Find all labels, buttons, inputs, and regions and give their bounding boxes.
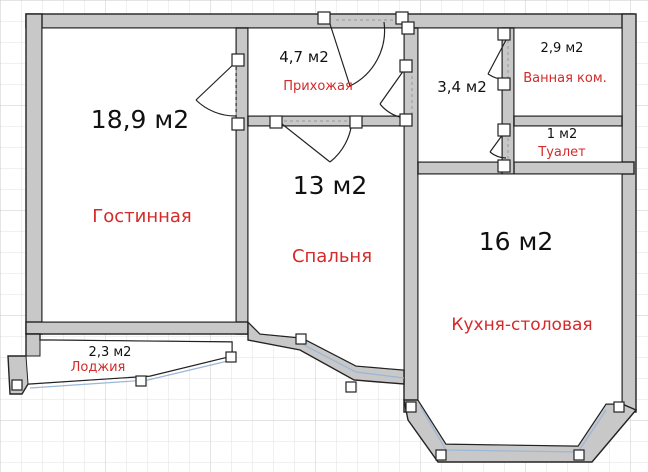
loggia-area-label: 2,3 м2 bbox=[89, 345, 132, 360]
bedroom-area-label: 13 м2 bbox=[293, 171, 368, 200]
door-openings bbox=[235, 19, 509, 160]
living-room-area-label: 18,9 м2 bbox=[91, 105, 189, 134]
kitchen-area-label: 16 м2 bbox=[479, 227, 554, 256]
kitchen-area bbox=[417, 173, 623, 447]
living-room-name-label: Гостинная bbox=[92, 206, 191, 227]
toilet-name-label: Туалет bbox=[537, 145, 586, 160]
toilet-area bbox=[513, 125, 623, 163]
loggia-name-label: Лоджия bbox=[71, 360, 126, 375]
living-room-area bbox=[41, 27, 237, 323]
hall-area bbox=[247, 27, 405, 117]
bath-area-label: 2,9 м2 bbox=[541, 41, 584, 56]
bedroom-name-label: Спальня bbox=[292, 246, 372, 267]
bath-area bbox=[513, 27, 623, 117]
hall-area-label: 4,7 м2 bbox=[279, 48, 328, 66]
corridor-area bbox=[417, 27, 503, 163]
corridor-area-label: 3,4 м2 bbox=[437, 78, 486, 96]
toilet-area-label: 1 м2 bbox=[547, 127, 577, 142]
room-interiors bbox=[25, 27, 623, 447]
kitchen-name-label: Кухня-столовая bbox=[451, 315, 592, 335]
door-posts bbox=[11, 11, 625, 461]
room-labels: 18,9 м2 Гостинная 4,7 м2 Прихожая 3,4 м2… bbox=[71, 41, 607, 375]
hall-name-label: Прихожая bbox=[283, 79, 353, 94]
bedroom-area bbox=[247, 125, 405, 371]
bath-name-label: Ванная ком. bbox=[523, 71, 607, 86]
windows bbox=[29, 343, 607, 453]
loggia-area bbox=[25, 339, 233, 385]
